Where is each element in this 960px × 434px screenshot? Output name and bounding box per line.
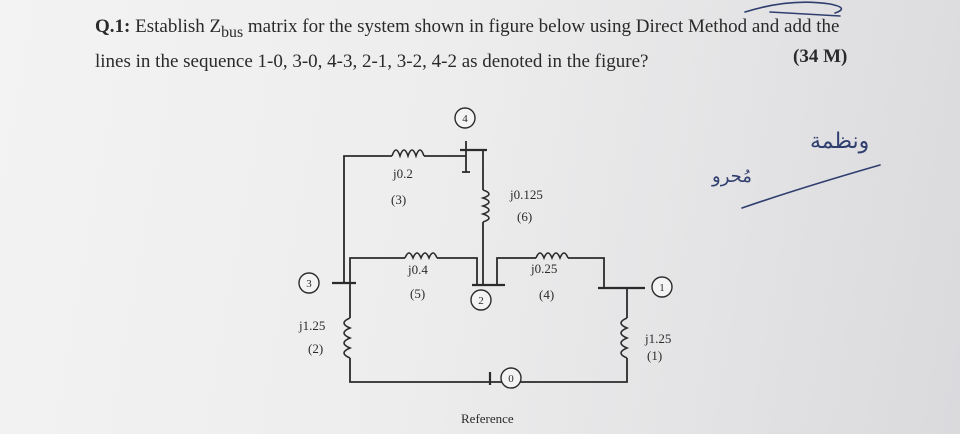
node-0: 0 — [500, 367, 522, 389]
coil-line-1 — [620, 317, 630, 359]
node-3-label: 3 — [306, 278, 312, 290]
handwritten-underline — [741, 164, 881, 209]
question-line-2: lines in the sequence 1-0, 3-0, 4-3, 2-1… — [95, 50, 649, 72]
handwritten-note-top: ونظمة — [810, 129, 869, 154]
label-line-4-number: (4) — [539, 287, 554, 302]
question-text-part-2: matrix for the system shown in figure be… — [247, 16, 840, 37]
node-4-label: 4 — [462, 113, 468, 125]
reference-label: Reference — [461, 411, 514, 426]
node-0-label: 0 — [508, 373, 514, 385]
zbus-subscript: bus — [221, 23, 244, 41]
label-line-6-value: j0.125 — [509, 187, 543, 202]
ink-mark-top-2 — [769, 11, 841, 17]
label-line-5-value: j0.4 — [407, 262, 428, 277]
wire-line-4b — [568, 257, 605, 288]
wire-line-2-bottom — [349, 358, 490, 383]
label-line-1-value: j1.25 — [644, 331, 671, 346]
label-line-1-number: (1) — [647, 348, 662, 363]
node-1: 1 — [651, 276, 673, 298]
coil-line-6 — [480, 189, 490, 223]
wire-line-3 — [343, 155, 392, 283]
label-line-2-value: j1.25 — [298, 318, 325, 333]
wire-line-5b — [437, 257, 478, 285]
wire-line-5 — [349, 257, 405, 283]
handwritten-note-bottom: مُحرو — [711, 166, 752, 187]
label-line-6-number: (6) — [517, 209, 532, 224]
wire-line-2-top — [338, 282, 351, 318]
label-line-4-value: j0.25 — [530, 261, 557, 276]
question-text: Q.1: Establish Zbus matrix for the syste… — [95, 12, 885, 76]
node-3: 3 — [298, 272, 320, 294]
node-1-label: 1 — [659, 282, 665, 294]
coil-line-2 — [343, 317, 353, 359]
wire-line-4 — [496, 257, 536, 285]
question-line-1: Q.1: Establish Zbus matrix for the syste… — [95, 12, 885, 47]
ink-mark-top — [744, 1, 843, 14]
label-line-3-number: (3) — [391, 192, 406, 207]
node-2: 2 — [470, 289, 492, 311]
node-2-label: 2 — [478, 295, 484, 307]
marks-label: (34 M) — [793, 46, 848, 67]
label-line-2-number: (2) — [308, 341, 323, 356]
node-4: 4 — [454, 107, 476, 129]
coil-line-5 — [404, 252, 438, 261]
wire-line-1-bottom — [490, 358, 628, 383]
question-label: Q.1: — [95, 16, 131, 37]
coil-line-3 — [391, 149, 425, 159]
question-text-part-1: Establish Z — [135, 16, 222, 37]
label-line-5-number: (5) — [410, 286, 425, 301]
label-line-3-value: j0.2 — [392, 166, 413, 181]
coil-line-4 — [535, 252, 569, 261]
